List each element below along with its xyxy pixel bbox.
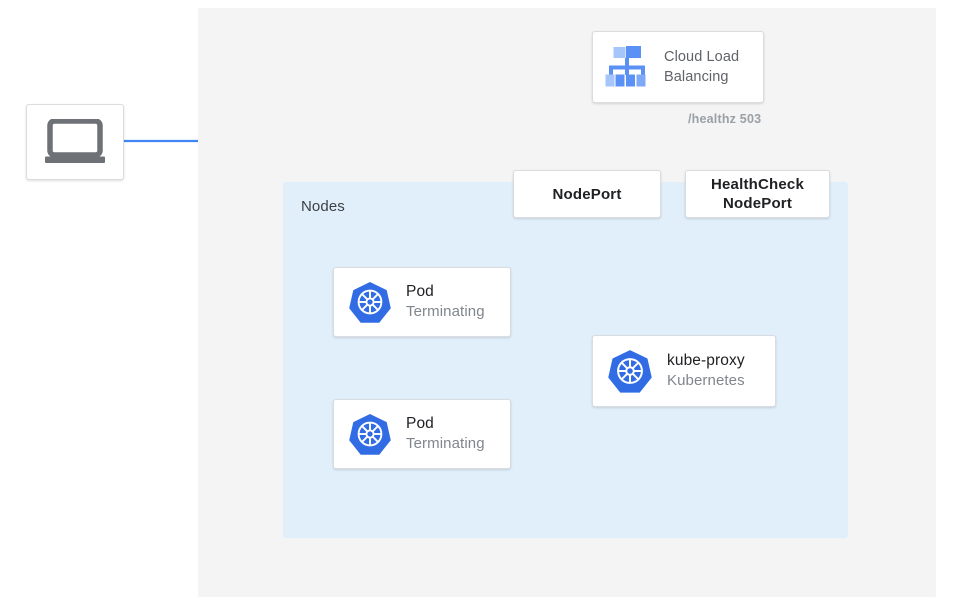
kube-proxy-title: kube-proxy <box>667 352 745 369</box>
healthcheck-nodeport-label-line1: HealthCheck <box>710 176 805 193</box>
pod-text: Pod Terminating <box>406 414 485 454</box>
pod-text: Pod Terminating <box>406 282 485 322</box>
kubernetes-icon <box>348 412 392 456</box>
healthz-edge-label: /healthz 503 <box>688 112 762 126</box>
healthcheck-nodeport-box[interactable]: HealthCheck NodePort <box>685 170 830 218</box>
pod-title: Pod <box>406 283 434 300</box>
pod-subtitle: Terminating <box>406 435 485 452</box>
cloud-load-balancing-label: Cloud Load Balancing <box>664 47 739 87</box>
cloud-load-balancing-label-line1: Cloud Load <box>664 49 740 65</box>
nodeport-label: NodePort <box>552 185 622 203</box>
pod-box[interactable]: Pod Terminating <box>333 267 511 337</box>
nodeport-box[interactable]: NodePort <box>513 170 661 218</box>
pod-subtitle: Terminating <box>406 303 485 320</box>
pod-title: Pod <box>406 415 434 432</box>
cloud-load-balancing-box[interactable]: Cloud Load Balancing <box>592 31 764 103</box>
nodes-panel-label: Nodes <box>301 198 345 215</box>
kube-proxy-box[interactable]: kube-proxy Kubernetes <box>592 335 776 407</box>
laptop-icon <box>44 119 106 165</box>
client-box[interactable] <box>26 104 124 180</box>
healthcheck-nodeport-label: HealthCheck NodePort <box>711 175 804 213</box>
kubernetes-icon <box>348 280 392 324</box>
cloud-load-balancing-label-line2: Balancing <box>664 69 729 85</box>
kube-proxy-subtitle: Kubernetes <box>667 372 745 389</box>
healthcheck-nodeport-label-line2: NodePort <box>722 195 793 212</box>
pod-box[interactable]: Pod Terminating <box>333 399 511 469</box>
kubernetes-icon <box>607 348 653 394</box>
kube-proxy-text: kube-proxy Kubernetes <box>667 351 745 391</box>
cloud-load-balancing-icon <box>603 44 653 90</box>
